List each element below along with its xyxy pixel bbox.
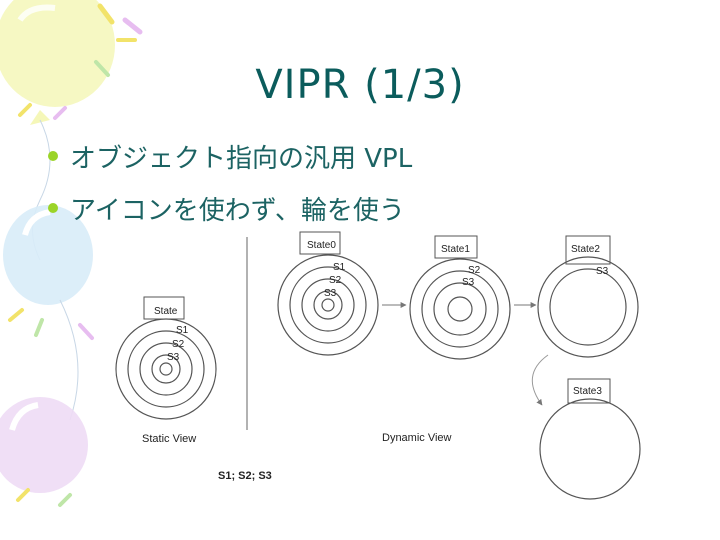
state1-box: State1 <box>441 244 470 255</box>
state2-label-s3: S3 <box>596 266 609 277</box>
static-label-s2: S2 <box>172 339 185 350</box>
state1-label-s2: S2 <box>468 265 481 276</box>
state2-box: State2 <box>571 244 600 255</box>
state0-box: State0 <box>307 240 336 251</box>
state2-node: State2 S3 <box>538 236 638 357</box>
slide-title: VIPR (1/3) <box>0 62 720 108</box>
static-view-caption: Static View <box>142 433 196 445</box>
state1-label-s3: S3 <box>462 277 475 288</box>
transition-arrow <box>532 355 548 405</box>
bullet-dot-icon <box>48 151 58 161</box>
sequence-label: S1; S2; S3 <box>218 470 272 482</box>
vipr-diagram: State S1 S2 S3 Static View State0 S1 S2 … <box>110 225 645 500</box>
state1-node: State1 S2 S3 <box>410 236 510 359</box>
static-view: State S1 S2 S3 Static View <box>116 297 216 445</box>
state0-node: State0 S1 S2 S3 <box>278 232 378 355</box>
static-label-s3: S3 <box>167 352 180 363</box>
static-label-s1: S1 <box>176 325 189 336</box>
state0-label-s3: S3 <box>324 288 337 299</box>
dynamic-view-caption: Dynamic View <box>382 432 452 444</box>
bullet-item: オブジェクト指向の汎用 VPL <box>48 130 412 182</box>
static-state-box: State <box>154 306 178 317</box>
bullet-dot-icon <box>48 203 58 213</box>
state3-node: State3 <box>540 379 640 499</box>
state0-label-s1: S1 <box>333 262 346 273</box>
state3-box: State3 <box>573 386 602 397</box>
bullet-text: オブジェクト指向の汎用 VPL <box>70 138 412 175</box>
state0-label-s2: S2 <box>329 275 342 286</box>
bullet-text: アイコンを使わず、輪を使う <box>70 190 405 227</box>
bullet-list: オブジェクト指向の汎用 VPL アイコンを使わず、輪を使う <box>48 130 412 234</box>
purple-balloon-icon <box>0 397 88 493</box>
